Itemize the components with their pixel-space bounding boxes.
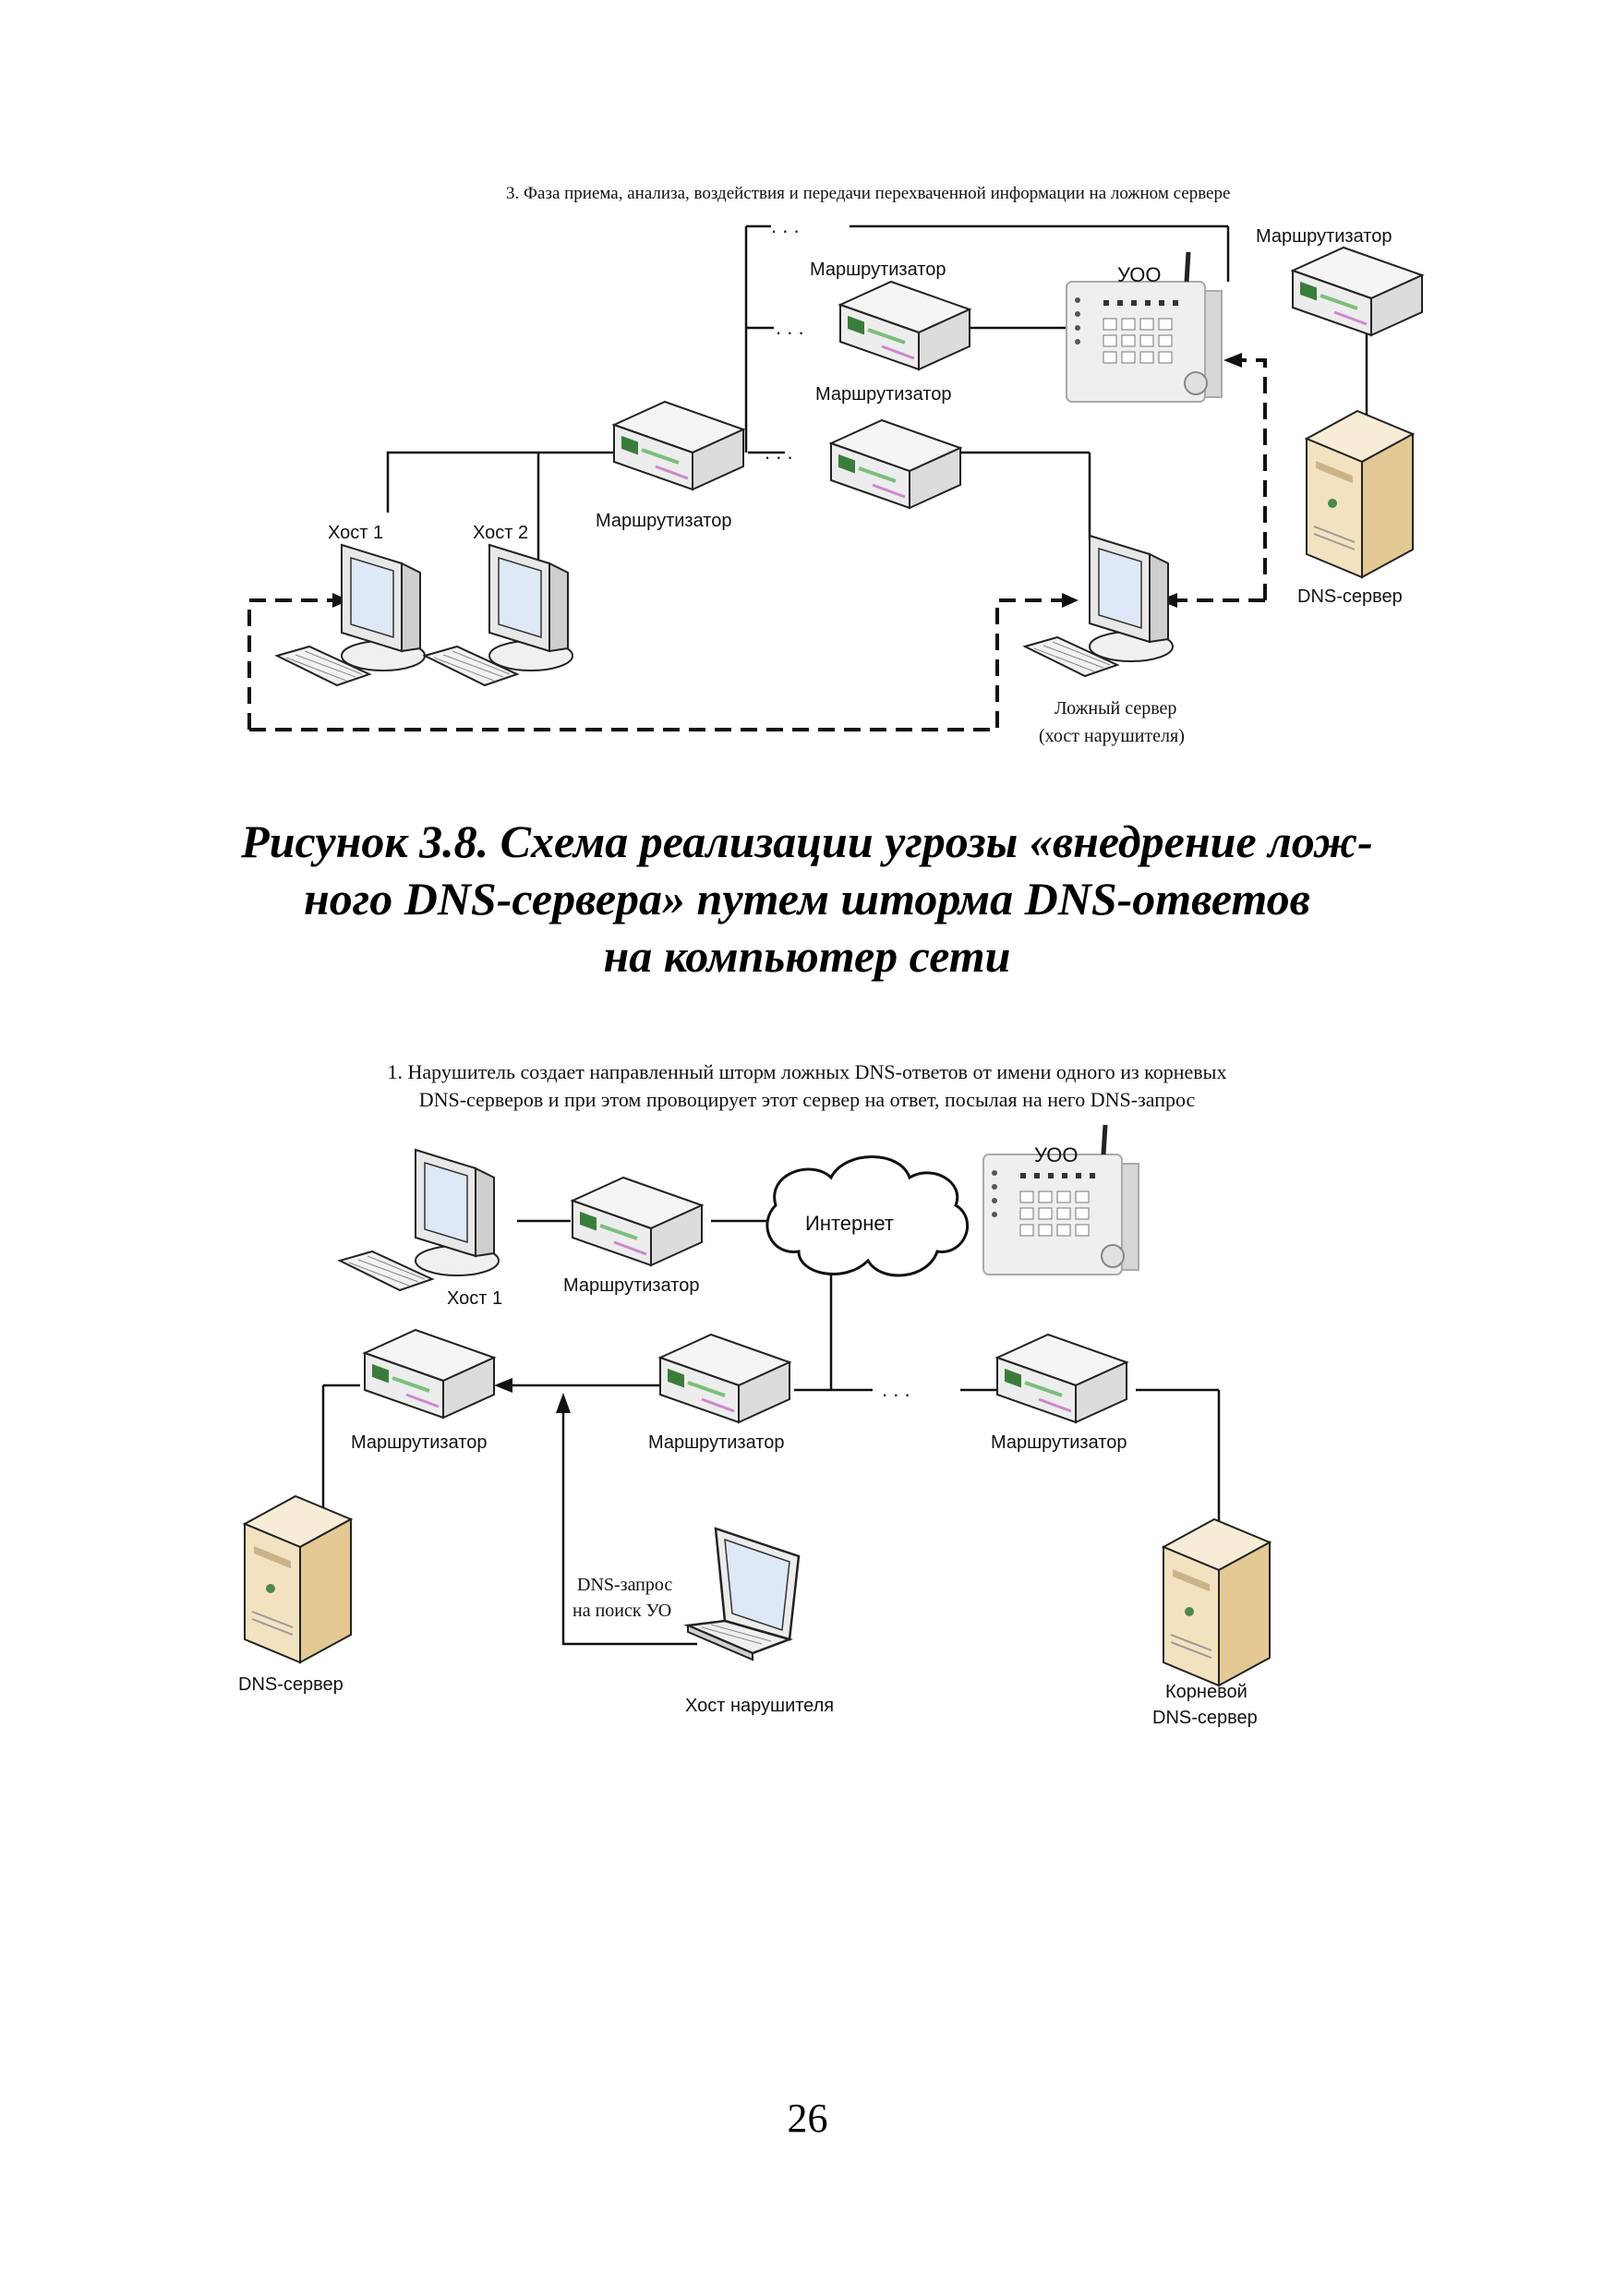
bottom-dns-server-icon xyxy=(244,1495,352,1663)
top-label-router-right: Маршрутизатор xyxy=(1256,226,1392,247)
figure-caption: Рисунок 3.8. Схема реализации угрозы «вн… xyxy=(161,813,1453,985)
top-dots-3: . . . xyxy=(765,441,793,464)
page-number: 26 xyxy=(787,2096,828,2141)
top-label-dns-server: DNS-сервер xyxy=(1297,586,1403,607)
caption-line-1: Рисунок 3.8. Схема реализации угрозы «вн… xyxy=(241,816,1373,867)
bottom-label-router-left: Маршрутизатор xyxy=(351,1432,487,1453)
bottom-label-root-dns-2: DNS-сервер xyxy=(1152,1708,1258,1728)
top-phase-title: 3. Фаза приема, анализа, воздействия и п… xyxy=(506,184,1230,203)
top-router-lower-icon xyxy=(829,418,962,510)
bottom-router-middle-icon xyxy=(658,1333,791,1424)
bottom-label-router-right: Маршрутизатор xyxy=(991,1432,1127,1453)
top-diagram: 3. Фаза приема, анализа, воздействия и п… xyxy=(247,184,1424,746)
bottom-label-dns-server: DNS-сервер xyxy=(238,1674,343,1695)
bottom-root-dns-server-icon xyxy=(1163,1518,1271,1686)
bottom-dots: . . . xyxy=(882,1378,910,1401)
top-router-right-icon xyxy=(1291,246,1424,337)
top-label-router-lower: Маршрутизатор xyxy=(815,384,951,405)
top-host2-monitor-icon xyxy=(488,544,573,671)
top-label-uoo: УОО xyxy=(1117,263,1161,286)
caption-line-3: на компьютер сети xyxy=(603,930,1011,982)
top-host1-monitor-icon xyxy=(341,544,426,671)
bottom-router-top-icon xyxy=(571,1176,704,1267)
top-label-fake-server-1: Ложный сервер xyxy=(1055,698,1176,719)
bottom-label-attacker-host: Хост нарушителя xyxy=(685,1696,834,1716)
caption-line-2: ного DNS-сервера» путем шторма DNS-ответ… xyxy=(303,873,1310,924)
bottom-arrowheads xyxy=(494,1378,571,1413)
internet-cloud-icon xyxy=(765,1155,970,1277)
bottom-phase-title-2: DNS-серверов и при этом провоцирует этот… xyxy=(419,1088,1196,1111)
top-dots-1: . . . xyxy=(771,214,800,237)
top-router-upper-icon xyxy=(838,280,971,371)
top-label-fake-server-2: (хост нарушителя) xyxy=(1039,726,1185,746)
top-label-router-upper: Маршрутизатор xyxy=(810,260,946,280)
bottom-label-dns-request-2: на поиск УО xyxy=(572,1601,671,1621)
top-label-host1: Хост 1 xyxy=(328,523,383,543)
bottom-label-host1: Хост 1 xyxy=(447,1288,502,1309)
top-dots-2: . . . xyxy=(776,316,804,339)
top-router-center-icon xyxy=(612,400,745,491)
top-label-router-center: Маршрутизатор xyxy=(596,511,731,531)
bottom-phase-title-1: 1. Нарушитель создает направленный шторм… xyxy=(388,1060,1227,1083)
top-fake-server-monitor-icon xyxy=(1089,535,1174,662)
bottom-label-internet: Интернет xyxy=(805,1212,894,1235)
top-connection-lines xyxy=(386,224,1368,573)
bottom-label-router-top: Маршрутизатор xyxy=(563,1275,699,1296)
bottom-router-right-icon xyxy=(995,1333,1128,1424)
bottom-label-uoo: УОО xyxy=(1034,1143,1078,1166)
bottom-router-left-icon xyxy=(363,1328,496,1420)
top-dns-server-icon xyxy=(1306,410,1414,578)
bottom-attacker-laptop-icon xyxy=(686,1527,801,1662)
bottom-label-dns-request-1: DNS-запрос xyxy=(577,1575,672,1595)
top-dashed-paths xyxy=(247,358,1267,731)
bottom-host1-monitor-icon xyxy=(415,1149,500,1276)
bottom-label-root-dns-1: Корневой xyxy=(1165,1682,1247,1702)
top-label-host2: Хост 2 xyxy=(473,523,528,543)
bottom-connection-lines xyxy=(321,1219,1221,1646)
bottom-label-router-middle: Маршрутизатор xyxy=(648,1432,784,1453)
bottom-diagram: 1. Нарушитель создает направленный шторм… xyxy=(238,1060,1271,1728)
